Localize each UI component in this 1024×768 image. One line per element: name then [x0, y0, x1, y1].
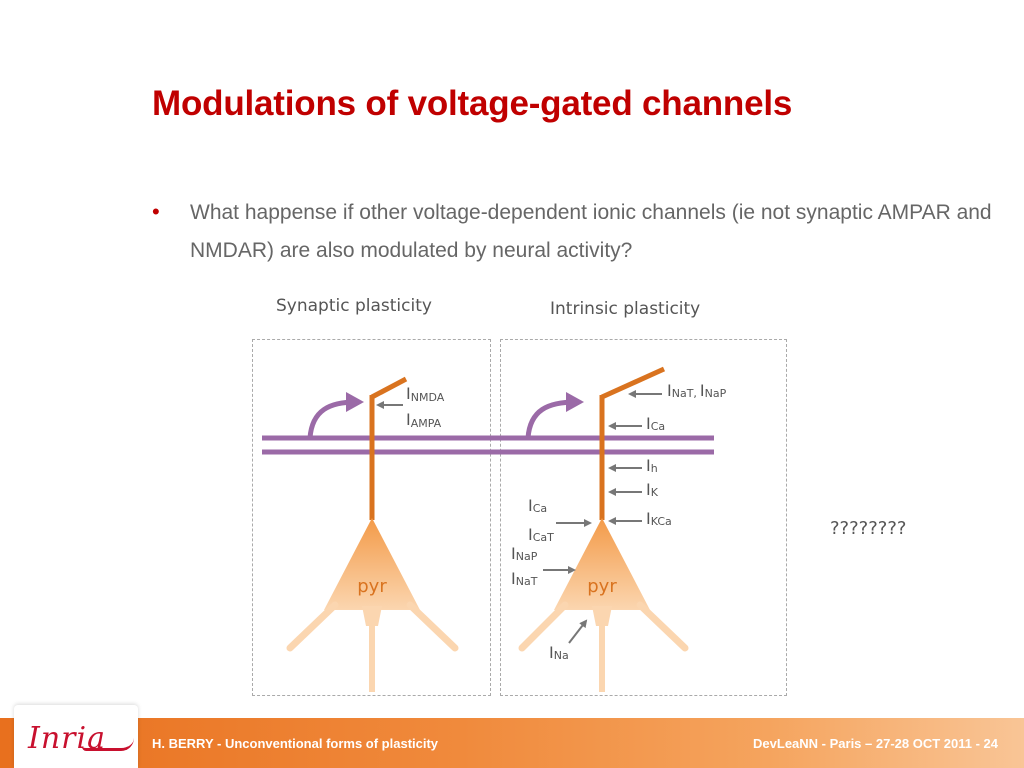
neuron-intrinsic	[518, 366, 689, 692]
label-h: Ih	[646, 456, 658, 475]
axon-bundle	[262, 435, 714, 455]
footer-author: H. BERRY - Unconventional forms of plast…	[152, 736, 439, 751]
label-kca: IKCa	[646, 509, 672, 528]
neuron-synaptic	[286, 376, 459, 692]
slide-title: Modulations of voltage-gated channels	[152, 84, 793, 123]
synaptic-plasticity-label: Synaptic plasticity	[276, 296, 432, 316]
label-cat: ICaT	[528, 525, 554, 544]
soma-label-synaptic: pyr	[357, 576, 387, 597]
label-nap: INaP	[511, 544, 538, 563]
current-labels: INMDA IAMPA INaT,INaP ICa Ih IK IKCa ICa…	[357, 381, 726, 662]
label-ca-soma: ICa	[528, 496, 547, 515]
inria-logo: Inria	[14, 705, 138, 768]
label-nat-nap: INaT,INaP	[667, 381, 727, 400]
unknown-marks: ????????	[830, 518, 907, 539]
current-arrows	[543, 390, 662, 644]
intrinsic-panel	[500, 339, 787, 696]
label-nmda: INMDA	[406, 384, 445, 404]
label-ca-dendrite: ICa	[646, 414, 665, 433]
footer-band	[0, 718, 1024, 768]
label-nat: INaT	[511, 569, 538, 588]
synaptic-panel	[252, 339, 491, 696]
footer-event: DevLeaNN - Paris – 27-28 OCT 2011 - 24	[753, 736, 998, 751]
soma-label-intrinsic: pyr	[587, 576, 617, 597]
label-na: INa	[549, 643, 569, 662]
label-ampa: IAMPA	[406, 410, 442, 430]
logo-swoosh-icon	[82, 738, 134, 751]
bullet-dot: •	[152, 199, 160, 224]
bullet-text: What happense if other voltage-dependent…	[190, 201, 992, 262]
bullet-point: • What happense if other voltage-depende…	[152, 194, 992, 270]
label-k: IK	[646, 480, 659, 499]
intrinsic-plasticity-label: Intrinsic plasticity	[550, 299, 701, 319]
